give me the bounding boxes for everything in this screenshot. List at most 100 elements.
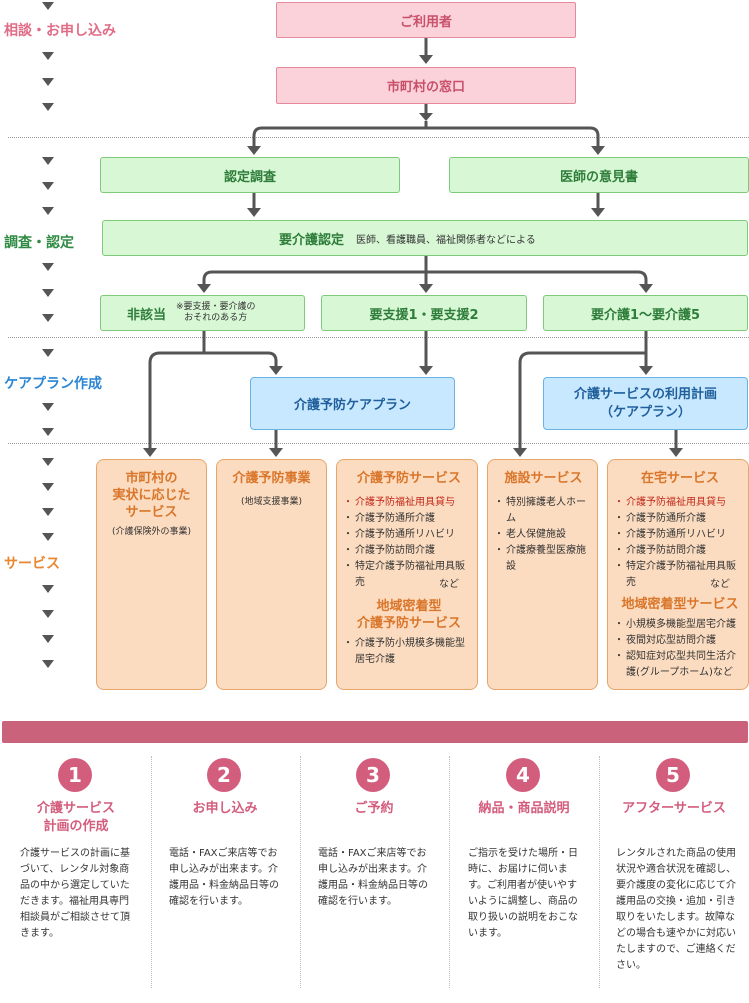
arrow-down-icon — [42, 635, 54, 643]
zaitaku-service-sub-list: 小規模多機能型居宅介護夜間対応型訪問介護認知症対応型共同生活介護(グループホーム… — [614, 617, 744, 681]
service-list-item: 介護予防小規模多機能型居宅介護 — [343, 636, 473, 668]
higaito-box: 非該当 ※要支援・要介護の おそれのある方 — [100, 295, 305, 331]
section-divider — [8, 137, 749, 138]
yokaigo-level-box: 要介護1〜要介護5 — [543, 295, 748, 331]
arrow-down-icon — [42, 533, 54, 541]
service-list-item: 特定介護予防福祉用具販売 — [343, 559, 473, 591]
zaitaku-service-box: 在宅サービス 介護予防福祉用具貸与介護予防通所介護介護予防通所リハビリ介護予防訪… — [607, 459, 749, 690]
step-title-line2: 計画の作成 — [43, 819, 109, 834]
section-careplan-label: ケアプラン作成 — [4, 376, 102, 392]
step-5: 5 アフターサービス レンタルされた商品の使用状況や適合状況を確認し、要介護度の… — [600, 752, 748, 997]
arrow-down-icon — [42, 157, 54, 165]
step-body: レンタルされた商品の使用状況や適合状況を確認し、要介護度の変化に応じて介護用品の… — [616, 848, 736, 971]
yobo-jigyo-title: 介護予防事業 — [232, 471, 311, 486]
step-body: 介護サービスの計画に基づいて、レンタル対象商品の中から選定していただきます。福祉… — [20, 848, 130, 939]
step-number-badge: 3 — [356, 758, 390, 792]
yokaigo-nintei-box: 要介護認定 医師、看護職員、福祉関係者などによる — [102, 220, 748, 256]
municipal-service-title2: 実状に応じた — [112, 488, 191, 503]
section-divider — [8, 443, 749, 444]
yobo-service-sub-list: 介護予防小規模多機能型居宅介護 — [343, 636, 473, 668]
higaito-note-line1: ※要支援・要介護の — [176, 302, 256, 312]
step-4: 4 納品・商品説明 ご指示を受けた場所・日時に、お届けに伺います。ご利用者が使い… — [450, 752, 598, 997]
municipal-window-box: 市町村の窓口 — [276, 67, 576, 104]
doctor-opinion-box: 医師の意見書 — [449, 157, 749, 193]
service-list-item: 介護予防福祉用具貸与 — [614, 495, 744, 511]
step-title: アフターサービス — [622, 801, 726, 816]
service-plan-title: 介護サービスの利用計画 — [573, 386, 717, 402]
step-number-badge: 1 — [58, 758, 92, 792]
step-divider — [300, 756, 301, 988]
flow-connectors — [143, 38, 683, 457]
higaito-note-line2: おそれのある方 — [184, 313, 248, 323]
municipal-service-box: 市町村の 実状に応じた サービス (介護保険外の事業) — [96, 459, 207, 690]
yobo-service-sub2: 介護予防サービス — [356, 616, 461, 631]
arrow-down-icon — [42, 483, 54, 491]
service-list-item: 特定介護予防福祉用具販売 — [614, 559, 744, 591]
step-number-badge: 4 — [506, 758, 540, 792]
yobo-jigyo-box: 介護予防事業 (地域支援事業) — [216, 459, 327, 690]
service-list-item: 認知症対応型共同生活介護(グループホーム)など — [614, 649, 744, 681]
arrow-down-icon — [42, 585, 54, 593]
yobo-jigyo-note: (地域支援事業) — [240, 497, 303, 507]
service-list-item: 介護予防通所介護 — [614, 511, 744, 527]
section-consult-label: 相談・お申し込み — [4, 23, 116, 39]
steps-header-bar — [2, 721, 748, 743]
service-list-item: 介護予防通所介護 — [343, 511, 473, 527]
service-list-item: 介護予防福祉用具貸与 — [343, 495, 473, 511]
arrow-down-icon — [42, 403, 54, 411]
arrow-down-icon — [42, 52, 54, 60]
higaito-note: ※要支援・要介護の おそれのある方 — [176, 302, 256, 324]
step-body: ご指示を受けた場所・日時に、お届けに伺います。ご利用者が使いやすいように調整し、… — [468, 848, 578, 939]
yobo-service-box: 介護予防サービス 介護予防福祉用具貸与介護予防通所介護介護予防通所リハビリ介護予… — [336, 459, 478, 690]
arrow-down-icon — [42, 103, 54, 111]
zaitaku-service-list: 介護予防福祉用具貸与介護予防通所介護介護予防通所リハビリ介護予防訪問介護特定介護… — [614, 495, 744, 591]
shisetsu-service-title: 施設サービス — [504, 471, 583, 486]
step-title: 納品・商品説明 — [478, 801, 570, 816]
municipal-service-title3: サービス — [125, 505, 178, 520]
yokaigo-nintei-note: 医師、看護職員、福祉関係者などによる — [356, 234, 536, 246]
arrow-down-icon — [42, 289, 54, 297]
service-list-item: 介護予防通所リハビリ — [343, 527, 473, 543]
step-body: 電話・FAXご来店等でお申し込みが出来ます。介護用品・料金納品日等の確認を行いま… — [318, 848, 428, 907]
yobo-service-sub1: 地域密着型 — [376, 599, 442, 614]
arrow-down-icon — [42, 610, 54, 618]
service-list-item: 特別擁護老人ホーム — [494, 495, 591, 527]
service-plan-box: 介護サービスの利用計画 （ケアプラン） — [543, 377, 748, 430]
user-box: ご利用者 — [276, 2, 576, 38]
service-plan-subtitle: （ケアプラン） — [599, 404, 691, 420]
step-divider — [151, 756, 152, 988]
municipal-service-title1: 市町村の — [125, 471, 178, 486]
step-title: 介護サービス 計画の作成 — [2, 800, 150, 836]
higaito-title: 非該当 — [127, 307, 167, 323]
zaitaku-service-title: 在宅サービス — [640, 471, 719, 486]
step-title-line1: 介護サービス — [36, 801, 115, 816]
step-title: お申し込み — [192, 801, 258, 816]
step-divider — [449, 756, 450, 988]
yobo-careplan-box: 介護予防ケアプラン — [250, 377, 455, 430]
arrow-down-icon — [42, 660, 54, 668]
step-title: ご予約 — [354, 801, 394, 816]
arrow-down-icon — [42, 458, 54, 466]
arrow-down-icon — [42, 2, 54, 10]
yobo-service-title: 介護予防サービス — [356, 471, 461, 486]
step-2: 2 お申し込み 電話・FAXご来店等でお申し込みが出来ます。介護用品・料金納品日… — [151, 752, 299, 997]
arrow-down-icon — [42, 508, 54, 516]
yobo-service-list: 介護予防福祉用具貸与介護予防通所介護介護予防通所リハビリ介護予防訪問介護特定介護… — [343, 495, 473, 591]
section-service-label: サービス — [4, 556, 60, 572]
step-number-badge: 5 — [656, 758, 690, 792]
service-list-item: 夜間対応型訪問介護 — [614, 633, 744, 649]
service-list-item: 介護予防通所リハビリ — [614, 527, 744, 543]
arrow-down-icon — [42, 314, 54, 322]
arrow-down-icon — [42, 78, 54, 86]
arrow-down-icon — [42, 207, 54, 215]
service-list-item: 介護療養型医療施設 — [494, 543, 591, 575]
yokaigo-nintei-title: 要介護認定 — [279, 232, 345, 248]
service-list-item: 老人保健施設 — [494, 527, 591, 543]
arrow-down-icon — [42, 428, 54, 436]
shisetsu-service-list: 特別擁護老人ホーム老人保健施設介護療養型医療施設 — [494, 495, 591, 575]
arrow-down-icon — [42, 349, 54, 357]
yoshien-box: 要支援1・要支援2 — [321, 295, 527, 331]
nintei-chosa-box: 認定調査 — [100, 157, 400, 193]
section-survey-label: 調査・認定 — [4, 235, 74, 251]
step-1: 1 介護サービス 計画の作成 介護サービスの計画に基づいて、レンタル対象商品の中… — [2, 752, 150, 997]
